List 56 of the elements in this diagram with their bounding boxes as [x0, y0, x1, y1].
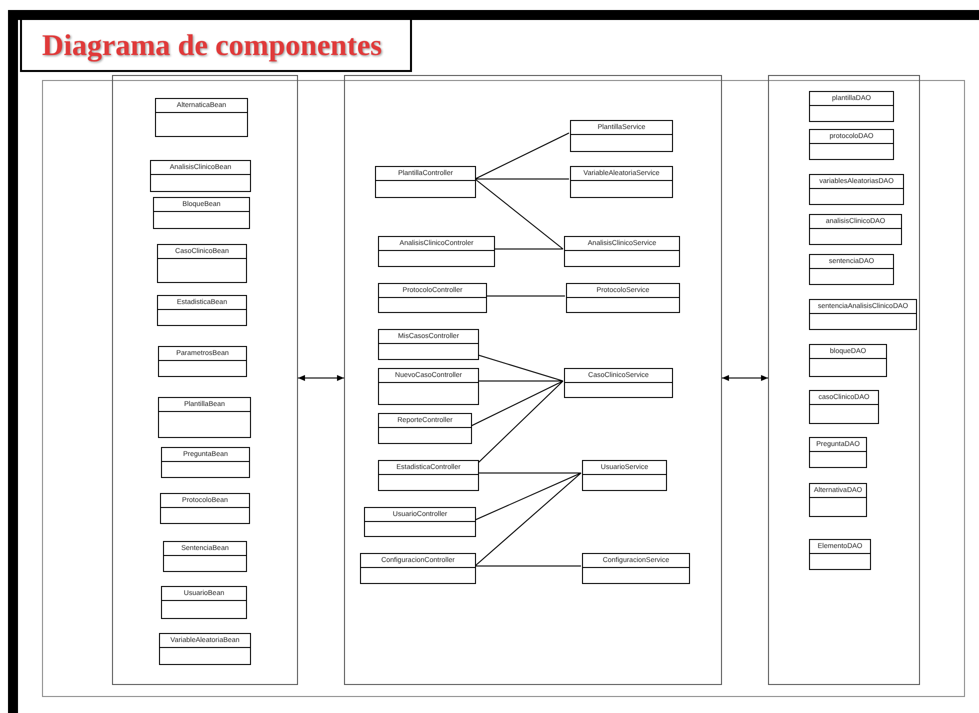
connector-line — [478, 380, 564, 382]
arrow — [298, 375, 344, 381]
connector-line — [478, 472, 582, 474]
class-box — [157, 244, 247, 283]
connector-line — [474, 472, 582, 520]
class-box — [809, 539, 871, 570]
class-box — [364, 507, 476, 537]
class-box — [378, 236, 495, 267]
class-box — [809, 254, 894, 285]
class-box — [566, 283, 680, 313]
class-box — [155, 98, 248, 137]
package-frame — [344, 75, 722, 685]
class-box — [809, 214, 902, 245]
connector-line — [474, 178, 564, 250]
connector-line — [474, 178, 570, 180]
class-box — [160, 493, 250, 524]
class-box — [570, 120, 673, 152]
class-box — [809, 437, 867, 468]
class-box — [150, 160, 251, 192]
arrow — [722, 375, 768, 381]
package-frame — [112, 75, 298, 685]
class-box — [163, 541, 247, 572]
class-box — [158, 346, 247, 377]
class-box — [159, 633, 251, 665]
connector-line — [474, 472, 582, 566]
class-box — [570, 166, 673, 198]
class-box — [161, 586, 247, 619]
package-frame — [768, 75, 920, 685]
class-box — [809, 91, 894, 122]
class-box — [582, 553, 690, 584]
connector-line — [494, 248, 564, 250]
connector-line — [478, 354, 564, 382]
class-box — [158, 397, 251, 438]
class-box — [564, 236, 680, 267]
class-box — [360, 553, 476, 584]
class-box — [809, 174, 904, 205]
class-box — [153, 197, 250, 229]
connector-line — [474, 132, 570, 180]
class-box — [809, 483, 867, 517]
class-box — [564, 368, 673, 398]
class-box — [378, 413, 472, 444]
class-box — [375, 166, 476, 198]
class-box — [161, 447, 250, 478]
class-box — [582, 460, 667, 491]
class-box — [378, 283, 487, 313]
class-box — [378, 460, 479, 491]
connector-line — [478, 380, 564, 464]
class-box — [378, 368, 479, 405]
class-box — [809, 299, 917, 330]
class-box — [809, 129, 894, 160]
connector-line — [470, 380, 564, 426]
title: Diagrama de componentes — [42, 28, 382, 64]
class-box — [378, 329, 479, 360]
class-box — [157, 295, 247, 326]
class-box — [809, 390, 879, 424]
class-box — [809, 344, 887, 377]
